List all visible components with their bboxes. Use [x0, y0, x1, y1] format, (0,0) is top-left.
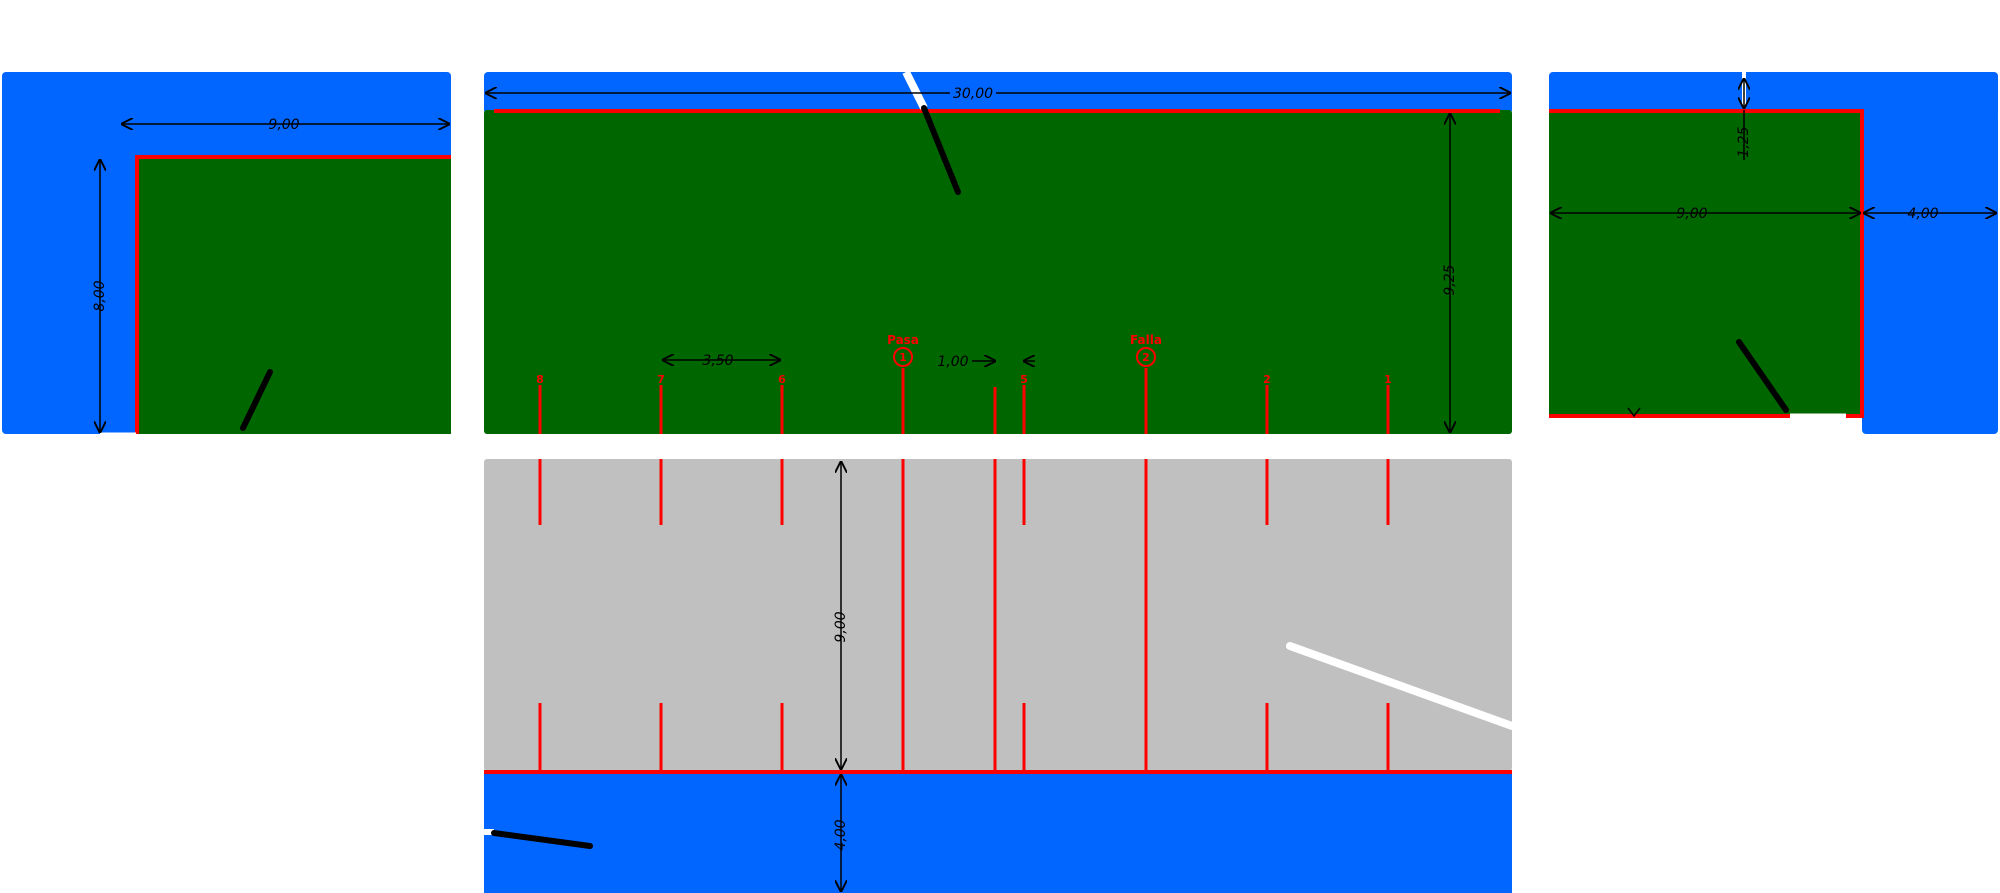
right-panel: 9,00 4,00 1,25 [1549, 72, 1998, 434]
mark-spacing-dimension: 3,50 [702, 353, 733, 369]
right-top-dimension: 1,25 [1736, 126, 1752, 157]
mark-number-6: 6 [778, 373, 786, 386]
apron-depth-dimension: 9,00 [833, 611, 849, 642]
left-field [137, 157, 451, 434]
mark-number-8: 8 [536, 373, 544, 386]
center-height-dimension: 9,25 [1442, 264, 1458, 295]
fail-number: 2 [1142, 351, 1150, 364]
pass-number: 1 [899, 351, 907, 364]
pass-label: Pasa [887, 333, 919, 347]
apron: 9,00 [484, 459, 1516, 771]
left-post [240, 369, 273, 431]
right-side-band [1862, 110, 1998, 434]
bottom-band: 4,00 [484, 770, 1512, 893]
right-post [1736, 339, 1789, 413]
field-marks: 8 7 6 5 2 1 Pasa 1 Falla 2 3,50 1,00 [536, 333, 1392, 434]
left-width-dimension: 9,00 [268, 117, 299, 133]
offset-dimension: 1,00 [937, 354, 968, 370]
right-boundary [1549, 109, 1864, 418]
center-panel: 30,00 9,25 8 7 6 5 2 1 Pasa 1 Falla 2 [484, 70, 1512, 434]
right-small-arrow [1627, 407, 1641, 418]
apron-surface [484, 459, 1512, 771]
fail-label: Falla [1130, 333, 1162, 347]
right-width-dimension: 9,00 [1676, 206, 1707, 222]
pass-circle [893, 347, 913, 367]
bottom-post [491, 830, 593, 849]
center-field [484, 110, 1512, 434]
mark-number-2: 2 [1263, 373, 1271, 386]
fail-circle [1136, 347, 1156, 367]
left-boundary [135, 155, 451, 434]
right-side-dimension: 4,00 [1907, 206, 1938, 222]
mark-number-1: 1 [1384, 373, 1392, 386]
mark-number-5: 5 [1020, 373, 1028, 386]
left-panel: 9,00 8,00 [2, 72, 451, 436]
right-top-band [1549, 72, 1998, 116]
bottom-band-dimension: 4,00 [833, 819, 849, 850]
bottom-surround [484, 771, 1512, 893]
apron-crack [1286, 642, 1516, 730]
mark-number-7: 7 [657, 373, 665, 386]
left-height-dimension: 8,00 [92, 280, 108, 311]
center-post [921, 105, 961, 195]
right-field [1549, 110, 1862, 416]
center-width-dimension: 30,00 [953, 86, 993, 102]
center-width-label-bg [950, 84, 996, 102]
